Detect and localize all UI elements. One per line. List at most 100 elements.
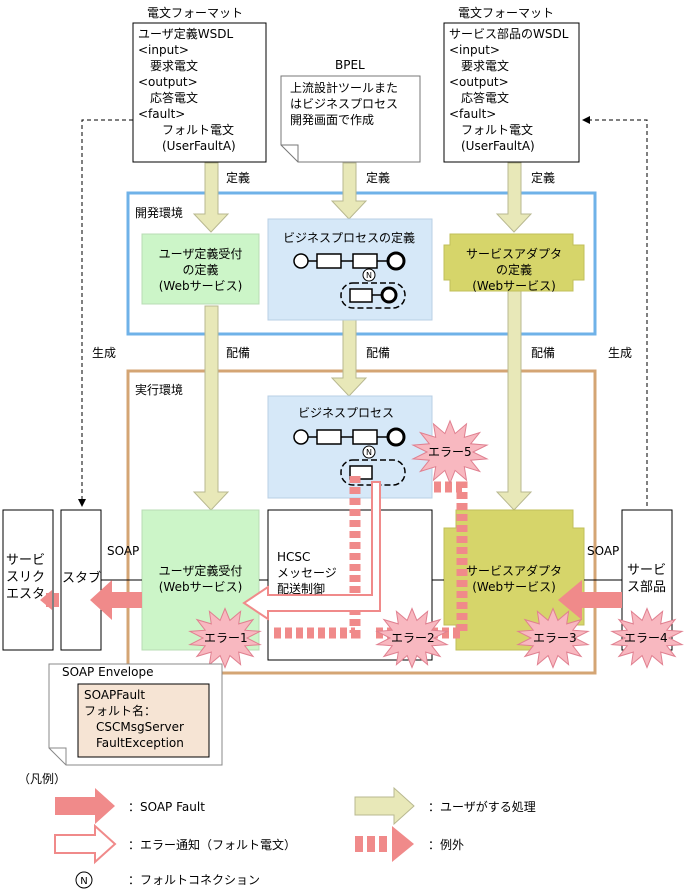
deploy-arrow-left [192, 305, 230, 511]
soap-fault-arrow-requester [54, 593, 59, 607]
soap-label-right: SOAP [587, 544, 620, 558]
legend-fault-conn-text: ：フォルトコネクション [128, 873, 261, 887]
requester-line: スリク [6, 570, 46, 585]
legend-exception-arrow [355, 826, 414, 862]
dev-adapter-def-line: の定義 [495, 263, 532, 277]
run-adapter-line: サービスアダプタ [465, 564, 562, 578]
define-arrow-left [192, 162, 230, 233]
dev-adapter-def-label: サービスアダプタの定義 (Webサービス) [444, 246, 584, 294]
legend-title: （凡例） [18, 772, 67, 786]
svg-text:N: N [366, 271, 372, 280]
left-spec-line: <input> [138, 43, 189, 57]
bpel-line: 開発画面で作成 [290, 113, 375, 127]
define-label-right: 定義 [531, 171, 556, 185]
bpel-document [280, 75, 421, 163]
envelope-line: SOAPFault [84, 688, 146, 702]
envelope-fault-box [77, 683, 210, 758]
soap-label-left: SOAP [107, 544, 140, 558]
exception-path [270, 476, 361, 639]
requester-box [2, 509, 54, 651]
right-spec-line: <fault> [449, 107, 497, 121]
dev-user-def-line: ユーザ定義受付 [158, 247, 243, 261]
stub-box [60, 509, 102, 651]
error-label-2: エラー2 [391, 631, 435, 645]
legend-error-notice-text: ：エラー通知（フォルト電文） [128, 838, 297, 852]
error-notice-arrow [242, 481, 381, 621]
right-spec-line: <input> [449, 43, 500, 57]
run-adapter-line: (Webサービス) [472, 580, 556, 594]
error-burst-3 [516, 607, 590, 669]
right-spec-header: 電文フォーマット [458, 6, 555, 20]
component-line: ス部品 [627, 580, 667, 595]
dev-user-def-line: の定義 [182, 263, 219, 277]
generate-label-right: 生成 [608, 346, 633, 360]
left-spec-line: <fault> [138, 107, 186, 121]
run-user-recv-label: ユーザ定義受付(Webサービス) [142, 563, 259, 595]
envelope-title: SOAP Envelope [62, 665, 154, 679]
dev-bp-def-label: ビジネスプロセスの定義 [283, 231, 416, 245]
left-spec-line: 要求電文 [138, 59, 199, 73]
svg-text:N: N [80, 876, 87, 887]
requester-label: サービスリクエスタ [6, 552, 45, 603]
right-spec-line: 応答電文 [449, 91, 510, 105]
error-burst-2 [375, 607, 449, 669]
dev-user-def-box [141, 233, 260, 305]
legend-fault-conn-icon [75, 871, 93, 889]
right-spec-text: サービス部品のWSDL <input> 要求電文 <output> 応答電文 <fau… [449, 26, 568, 154]
requester-line: エスタ [6, 587, 46, 602]
right-spec-line: (UserFaultA) [449, 139, 535, 153]
run-adapter-label: サービスアダプタ (Webサービス) [444, 563, 584, 595]
right-spec-line: 要求電文 [449, 59, 510, 73]
error-label-5: エラー5 [428, 445, 472, 459]
legend-soap-fault-text: ：SOAP Fault [128, 800, 205, 814]
left-spec-line: ユーザ定義WSDL [138, 27, 234, 41]
legend-exception-text: ：例外 [428, 838, 465, 852]
error-label-3: エラー3 [533, 631, 577, 645]
right-spec-line: サービス部品のWSDL [449, 27, 569, 41]
dev-adapter-def-line: (Webサービス) [472, 279, 556, 293]
right-spec-line: <output> [449, 75, 509, 89]
component-line: サービ [627, 563, 667, 578]
define-label-left: 定義 [226, 171, 251, 185]
envelope-line: フォルト名： [84, 704, 157, 718]
left-spec-box [132, 22, 267, 163]
legend-user-proc-text: ：ユーザがする処理 [428, 800, 536, 814]
left-spec-line: フォルト電文 [138, 123, 235, 137]
deploy-arrow-right [495, 289, 533, 511]
generate-label-left: 生成 [92, 346, 117, 360]
soap-fault-arrow-right [558, 580, 622, 620]
run-env-frame [126, 369, 597, 675]
deploy-label-left: 配備 [226, 346, 251, 360]
dev-env-title: 開発環境 [135, 206, 184, 220]
error-label-4: エラー4 [624, 631, 668, 645]
legend-soap-fault-arrow [55, 788, 115, 824]
right-spec-box [443, 22, 580, 163]
left-spec-text: ユーザ定義WSDL <input> 要求電文 <output> 応答電文 <fault… [138, 26, 236, 154]
left-spec-line: 応答電文 [138, 91, 199, 105]
define-arrow-right [495, 162, 533, 233]
envelope-line: FaultException [84, 736, 184, 750]
right-spec-line: フォルト電文 [449, 123, 534, 137]
run-bp-label: ビジネスプロセス [298, 406, 395, 420]
define-arrow-center [330, 162, 368, 220]
error-burst-1 [188, 607, 262, 669]
dev-bp-def-box [267, 218, 433, 321]
define-label-center: 定義 [366, 171, 391, 185]
legend-error-notice-arrow [54, 823, 117, 865]
bpel-text: 上流設計ツールまたはビジネスプロセス開発画面で作成 [290, 80, 398, 128]
bpel-line: 上流設計ツールまた [290, 81, 399, 95]
dev-user-def-line: (Webサービス) [158, 279, 243, 293]
component-label: サービス部品 [627, 562, 666, 596]
deploy-label-center: 配備 [366, 346, 391, 360]
left-spec-line: <output> [138, 75, 198, 89]
deploy-arrow-center [330, 319, 368, 397]
stub-label: スタブ [62, 571, 102, 586]
left-spec-header: 電文フォーマット [147, 6, 244, 20]
dev-adapter-def-line: サービスアダプタ [465, 247, 562, 261]
error-burst-5 [411, 419, 489, 485]
hcsc-line: HCSC [277, 550, 311, 564]
generate-line-right [582, 116, 648, 506]
run-env-title: 実行環境 [135, 383, 184, 397]
